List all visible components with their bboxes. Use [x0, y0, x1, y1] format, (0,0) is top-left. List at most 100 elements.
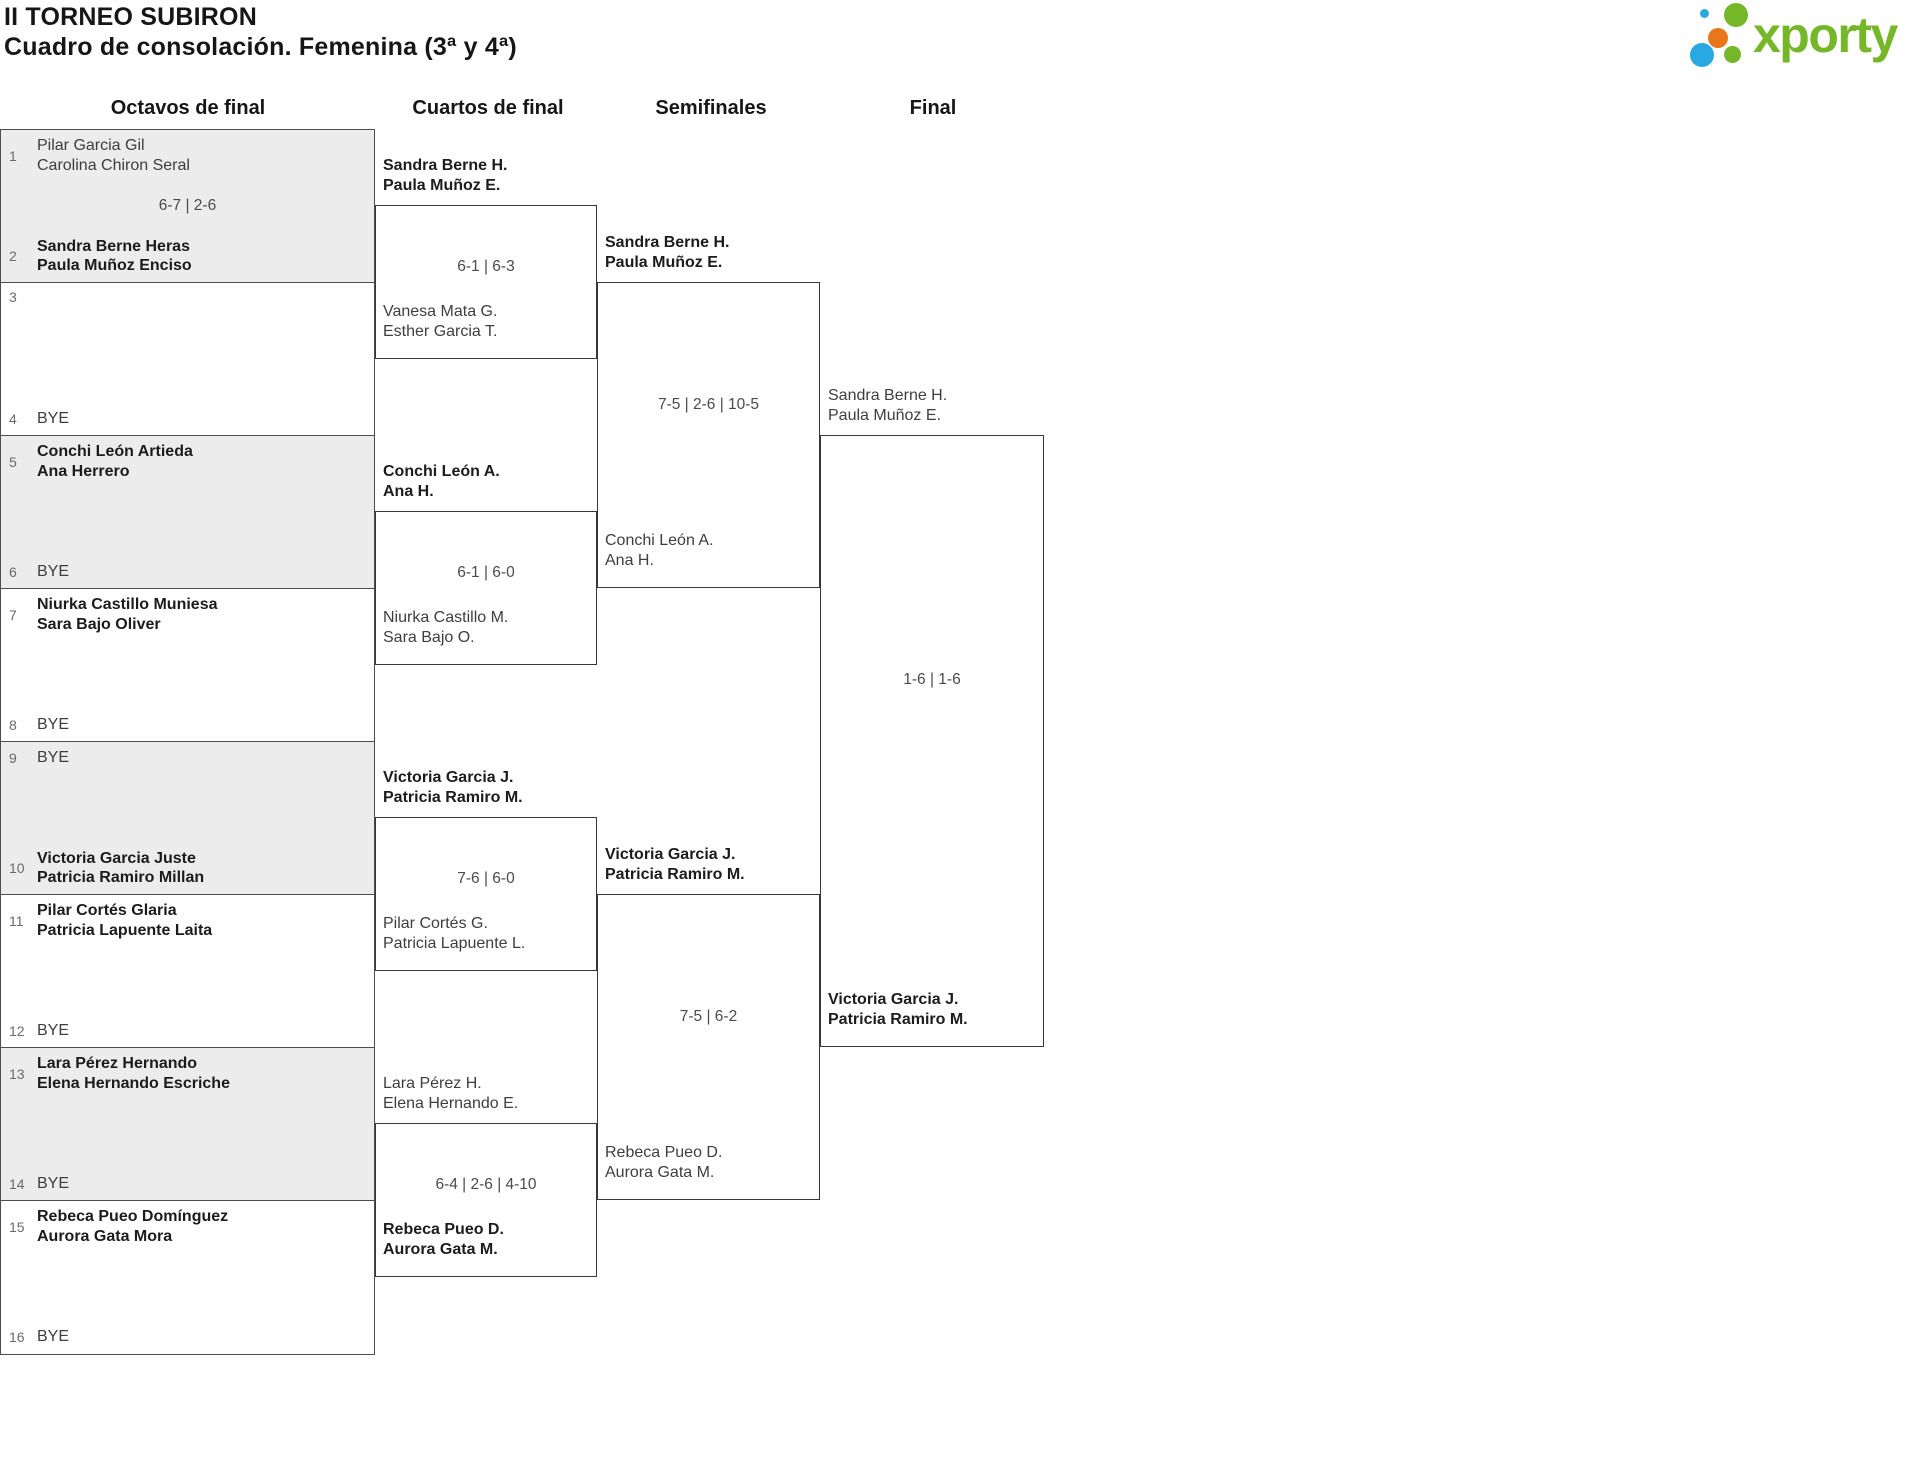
player-2: Paula Muñoz Enciso [37, 257, 192, 274]
semifinal-match-2: Victoria Garcia J. Patricia Ramiro M. 7-… [597, 846, 820, 1200]
player-1: Conchi León A. [383, 463, 500, 480]
player-1: Pilar Cortés Glaria [37, 902, 177, 919]
team-name: Lara Pérez H. Elena Hernando E. [383, 1074, 518, 1113]
bracket-slot-14: 14 BYE [1, 1174, 374, 1194]
team-name: Victoria Garcia J. Patricia Ramiro M. [828, 990, 968, 1029]
slot-number: 14 [9, 1175, 25, 1192]
team-name: BYE [37, 1327, 69, 1347]
player-2: Paula Muñoz E. [605, 253, 723, 271]
slot-number: 5 [9, 453, 17, 470]
bracket-slot-11: 11 Pilar Cortés Glaria Patricia Lapuente… [1, 901, 374, 940]
logo-dot-green-large [1724, 3, 1748, 27]
player-1: Niurka Castillo Muniesa [37, 596, 218, 613]
player-1: Pilar Cortés G. [383, 915, 488, 932]
bracket-slot-1: 1 Pilar Garcia Gil Carolina Chiron Seral [1, 136, 374, 175]
slot-number: 6 [9, 563, 17, 580]
player-1: Niurka Castillo M. [383, 609, 509, 626]
slot-number: 16 [9, 1328, 25, 1345]
octavos-pair-13-14: 13 Lara Pérez Hernando Elena Hernando Es… [0, 1047, 375, 1202]
slot-number: 12 [9, 1022, 25, 1039]
player-2: Ana Herrero [37, 462, 130, 480]
team-name: Victoria Garcia Juste Patricia Ramiro Mi… [37, 849, 204, 888]
player-2: Carolina Chiron Seral [37, 156, 190, 174]
logo-dot-blue-small [1700, 9, 1709, 18]
semifinal-match-1: Sandra Berne H. Paula Muñoz E. 7-5 | 2-6… [597, 234, 820, 588]
slot-number: 1 [9, 147, 17, 164]
match-score: 6-1 | 6-0 [457, 563, 515, 581]
bracket-slot-6: 6 BYE [1, 562, 374, 582]
team-name: Sandra Berne Heras Paula Muñoz Enciso [37, 237, 192, 276]
slot-number: 2 [9, 248, 17, 264]
player-2: Ana H. [605, 551, 654, 569]
octavos-pair-1-2: 1 Pilar Garcia Gil Carolina Chiron Seral… [0, 129, 375, 284]
match-score: 1-6 | 1-6 [903, 671, 961, 688]
team-name: Rebeca Pueo D. Aurora Gata M. [383, 1220, 504, 1259]
bracket-slot-7: 7 Niurka Castillo Muniesa Sara Bajo Oliv… [1, 595, 374, 634]
xporty-logo[interactable]: xporty [1676, 2, 1920, 76]
team-name: Victoria Garcia J. Patricia Ramiro M. [383, 768, 523, 807]
logo-dot-green-small [1724, 46, 1741, 63]
player-1: Sandra Berne Heras [37, 237, 190, 255]
octavos-pair-5-6: 5 Conchi León Artieda Ana Herrero 6 BYE [0, 435, 375, 590]
bye-label: BYE [37, 716, 70, 733]
player-2: Patricia Lapuente L. [383, 934, 526, 952]
team-name: Conchi León A. Ana H. [605, 531, 714, 570]
bracket-slot-2: 2 Sandra Berne Heras Paula Muñoz Enciso [1, 237, 374, 276]
team-name: Conchi León Artieda Ana Herrero [37, 442, 193, 481]
team-name: Niurka Castillo Muniesa Sara Bajo Oliver [37, 595, 218, 634]
bye-label: BYE [37, 563, 70, 580]
player-1: Rebeca Pueo D. [605, 1144, 723, 1161]
bye-label: BYE [37, 749, 70, 766]
team-name: Sandra Berne H. Paula Muñoz E. [828, 386, 947, 425]
round-header-octavos: Octavos de final [110, 97, 266, 119]
octavos-pair-15-16: 15 Rebeca Pueo Domínguez Aurora Gata Mor… [0, 1200, 375, 1355]
slot-number: 13 [9, 1065, 25, 1082]
bracket-slot-13: 13 Lara Pérez Hernando Elena Hernando Es… [1, 1054, 374, 1093]
player-2: Sara Bajo O. [383, 628, 475, 646]
bracket-slot-15: 15 Rebeca Pueo Domínguez Aurora Gata Mor… [1, 1207, 374, 1246]
team-name: Lara Pérez Hernando Elena Hernando Escri… [37, 1054, 230, 1093]
player-2: Sara Bajo Oliver [37, 615, 161, 633]
octavos-pair-9-10: 9 BYE 10 Victoria Garcia Juste Patricia … [0, 741, 375, 896]
team-name: BYE [37, 1021, 69, 1041]
player-2: Elena Hernando Escriche [37, 1074, 230, 1092]
team-name: Victoria Garcia J. Patricia Ramiro M. [605, 845, 745, 884]
bye-label: BYE [37, 1175, 70, 1192]
bye-label: BYE [37, 410, 70, 427]
player-2: Ana H. [383, 482, 434, 500]
slot-number: 9 [9, 749, 17, 766]
bye-label: BYE [37, 1022, 70, 1039]
bracket-slot-16: 16 BYE [1, 1327, 374, 1347]
player-2: Patricia Ramiro M. [605, 865, 745, 883]
match-score: 7-5 | 6-2 [679, 1007, 738, 1025]
bracket-slot-9: 9 BYE [1, 748, 374, 768]
match-score: 6-7 | 2-6 [158, 197, 217, 215]
team-name: Pilar Cortés G. Patricia Lapuente L. [383, 914, 525, 953]
team-name: Sandra Berne H. Paula Muñoz E. [605, 233, 729, 272]
player-1: Pilar Garcia Gil [37, 137, 145, 154]
player-1: Lara Pérez Hernando [37, 1055, 198, 1072]
slot-number: 10 [9, 860, 25, 876]
player-2: Aurora Gata M. [605, 1163, 715, 1181]
team-name: Rebeca Pueo Domínguez Aurora Gata Mora [37, 1207, 228, 1246]
player-1: Sandra Berne H. [828, 387, 948, 404]
page-subtitle: Cuadro de consolación. Femenina (3ª y 4ª… [4, 33, 517, 61]
cuartos-match-2: Conchi León A. Ana H. 6-1 | 6-0 Niurka C… [375, 463, 597, 665]
slot-number: 11 [9, 912, 24, 929]
match-score: 6-4 | 2-6 | 4-10 [435, 1175, 537, 1193]
player-1: Victoria Garcia J. [605, 846, 736, 863]
team-name: BYE [37, 562, 69, 582]
player-1: Sandra Berne H. [383, 157, 508, 174]
page-title: II TORNEO SUBIRON [4, 3, 257, 31]
team-name: Rebeca Pueo D. Aurora Gata M. [605, 1143, 722, 1182]
match-score: 6-1 | 6-3 [457, 257, 515, 275]
bracket-slot-5: 5 Conchi León Artieda Ana Herrero [1, 442, 374, 481]
logo-dot-blue-large [1690, 43, 1714, 67]
player-1: Conchi León Artieda [37, 443, 193, 460]
player-2: Patricia Ramiro M. [828, 1010, 968, 1028]
player-2: Patricia Ramiro M. [383, 788, 523, 806]
page-header: II TORNEO SUBIRON Cuadro de consolación.… [4, 2, 517, 62]
match-score: 7-5 | 2-6 | 10-5 [657, 395, 760, 413]
cuartos-match-1: Sandra Berne H. Paula Muñoz E. 6-1 | 6-3… [375, 157, 597, 359]
